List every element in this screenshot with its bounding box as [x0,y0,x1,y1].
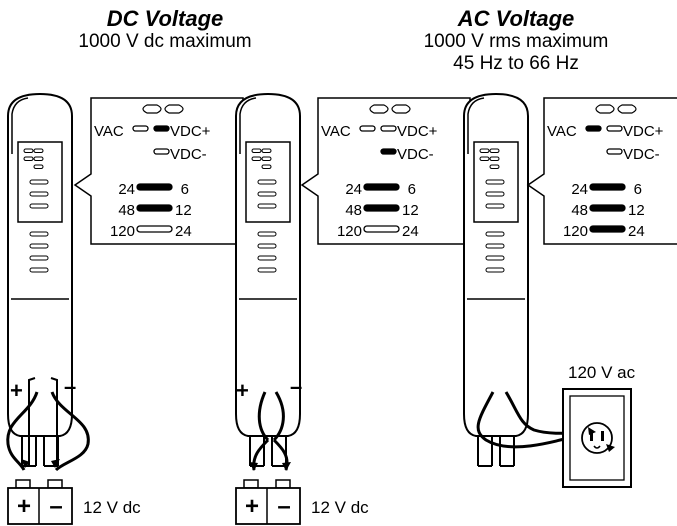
ac-header: AC Voltage 1000 V rms maximum 45 Hz to 6… [386,6,646,75]
vdc-plus-label: VDC+ [170,123,211,140]
tester-1 [7,93,73,467]
row2-indicator [363,204,400,212]
row3-left: 120 [110,223,135,240]
vdc-minus-indicator [380,148,397,155]
probe-plus-2: + [236,378,249,403]
vdc-plus-indicator [606,125,623,132]
vdc-minus-label: VDC- [623,146,660,163]
row3-right: 24 [175,223,192,240]
battery-plus-2: + [245,493,259,520]
outlet-label: 120 V ac [568,363,636,382]
ac-title: AC Voltage [457,6,575,31]
probe-minus-2: – [290,374,302,399]
red-lead-1 [6,391,39,471]
row2-left: 48 [345,202,362,219]
arrow-1b [51,459,60,468]
vdc-minus-label: VDC- [170,146,207,163]
wall-outlet [562,388,632,488]
row2-right: 12 [628,202,645,219]
row1-left: 24 [345,181,362,198]
battery-1: + – [7,479,73,525]
black-lead-1 [50,391,90,472]
arrow-1a [21,459,30,468]
row3-left: 120 [563,223,588,240]
dc-header: DC Voltage 1000 V dc maximum [35,6,295,53]
row3-indicator [363,225,400,233]
row1-indicator [363,183,400,191]
dc-max-text: 1000 V dc maximum [78,31,252,53]
vac-label: VAC [547,123,577,140]
row1-right: 6 [408,181,416,198]
row2-left: 48 [118,202,135,219]
battery-2: + – [235,479,301,525]
vdc-plus-label: VDC+ [623,123,664,140]
battery-plus-1: + [17,493,31,520]
row2-left: 48 [571,202,588,219]
row1-right: 6 [181,181,189,198]
row1-right: 6 [634,181,642,198]
vac-label: VAC [321,123,351,140]
vac-label: VAC [94,123,124,140]
row3-indicator [589,225,626,233]
row3-right: 24 [402,223,419,240]
display-panel-2: VAC VDC+ VDC- 24 6 48 12 120 24 [301,97,471,245]
vdc-minus-indicator [153,148,170,155]
row2-right: 12 [402,202,419,219]
row2-indicator [589,204,626,212]
arrow-2b [282,462,291,471]
dc-title: DC Voltage [106,6,224,31]
row1-left: 24 [571,181,588,198]
ac-max-text: 1000 V rms maximum [423,31,609,53]
vdc-plus-indicator [153,125,170,132]
probe-bodies-1 [28,377,58,466]
probe-plus-1: + [10,378,23,403]
row3-indicator [136,225,173,233]
battery-minus-2: – [277,493,290,520]
display-panel-3: VAC VDC+ VDC- 24 6 48 12 120 24 [527,97,677,245]
vdc-plus-label: VDC+ [397,123,438,140]
tester-2 [235,93,301,467]
arrow-3a [588,427,596,435]
battery-label-1: 12 V dc [83,498,141,517]
row2-right: 12 [175,202,192,219]
display-panel-1: VAC VDC+ VDC- 24 6 48 12 120 24 [74,97,244,245]
vdc-minus-label: VDC- [397,146,434,163]
row3-left: 120 [337,223,362,240]
vdc-plus-indicator [380,125,397,132]
row2-indicator [136,204,173,212]
leads-2 [257,391,285,442]
row1-indicator [589,183,626,191]
battery-label-2: 12 V dc [311,498,369,517]
arrow-2a [249,462,258,471]
battery-minus-1: – [49,493,62,520]
row1-left: 24 [118,181,135,198]
vac-indicator [585,125,602,132]
row3-right: 24 [628,223,645,240]
vac-indicator [132,125,149,132]
arrow-3b [606,444,615,452]
row1-indicator [136,183,173,191]
tester-3 [463,93,529,467]
probe-minus-1: – [64,374,76,399]
ac-freq-text: 45 Hz to 66 Hz [453,53,579,75]
vdc-minus-indicator [606,148,623,155]
vac-indicator [359,125,376,132]
